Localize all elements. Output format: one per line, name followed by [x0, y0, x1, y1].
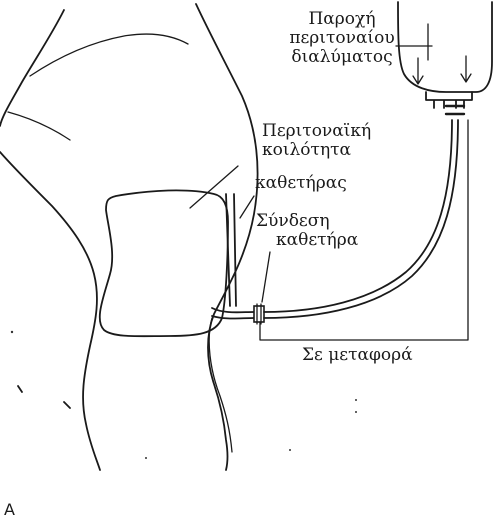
dialysate-supply-label-line-3: διαλύματος [262, 48, 422, 67]
catheter-connector [254, 304, 264, 324]
dialysate-supply-label-line-1: Παροχή [262, 10, 422, 29]
catheter-connection-label: Σύνδεση καθετήρα [256, 212, 358, 250]
catheter-exit [212, 308, 254, 319]
cavity-leader-line [190, 166, 238, 208]
dialysate-supply-label: Παροχή περιτοναίου διαλύματος [262, 10, 422, 67]
in-transfer-label: Σε μεταφορά [302, 346, 413, 365]
tubing-clamps [446, 106, 464, 114]
peritoneal-cavity-label: Περιτοναϊκή κοιλότητα [262, 122, 371, 160]
body-outline-back [0, 10, 100, 470]
peritoneal-cavity-outline [100, 190, 228, 336]
dialysate-supply-label-line-2: περιτοναίου [262, 29, 422, 48]
panel-letter: A [4, 500, 15, 519]
arm-crease [8, 34, 188, 140]
peritoneal-cavity-label-line-1: Περιτοναϊκή [262, 122, 371, 141]
catheter-label: καθετήρας [255, 174, 347, 193]
leg-outline [209, 318, 232, 452]
connection-leader-line [262, 252, 270, 302]
catheter-connection-label-line-2: καθετήρα [256, 231, 358, 250]
peritoneal-cavity-label-line-2: κοιλότητα [262, 141, 371, 160]
catheter-leader-line [240, 196, 254, 218]
catheter-connection-label-line-1: Σύνδεση [256, 212, 358, 231]
